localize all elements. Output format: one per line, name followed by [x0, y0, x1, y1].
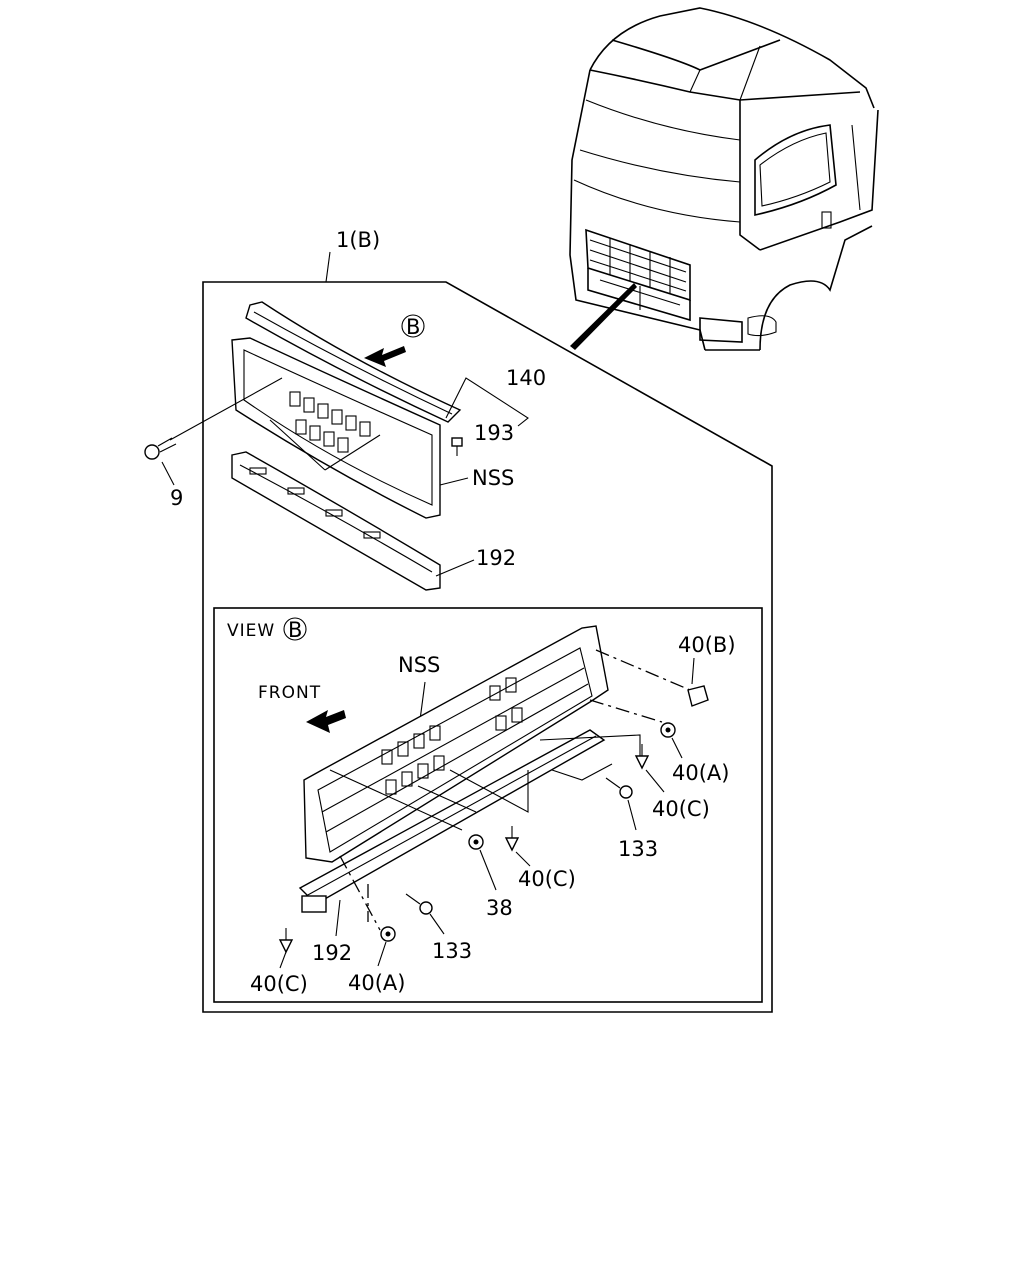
callout-nss-top: NSS	[472, 466, 514, 490]
callout-193: 193	[474, 421, 514, 445]
view-title: VIEW	[227, 621, 275, 641]
callout-40c-mid: 40(C)	[518, 867, 576, 891]
callout-40c-left: 40(C)	[250, 972, 308, 996]
screw-133-right-icon	[605, 777, 633, 799]
callout-140: 140	[506, 366, 546, 390]
view-b-inset: VIEW B FRONT NSS	[213, 607, 763, 1003]
callout-40a-right: 40(A)	[672, 761, 729, 785]
clip-193-icon	[451, 437, 463, 456]
nut-40a-right-icon	[660, 722, 676, 738]
clip-40c-right-icon	[634, 744, 650, 770]
callout-38: 38	[486, 896, 513, 920]
view-marker: B	[288, 618, 302, 642]
grille-explosion: 9 140 193 NSS 192 B	[144, 301, 546, 591]
callout-192-view: 192	[312, 941, 352, 965]
front-label: FRONT	[258, 683, 321, 703]
view-nss-label: NSS	[398, 653, 440, 677]
nut-38-icon	[468, 834, 484, 850]
nut-40a-bottom-icon	[380, 926, 396, 942]
clip-40b-icon	[687, 685, 709, 707]
screw-9-icon	[144, 437, 177, 460]
assembly-frame: 1(B)	[202, 228, 773, 1013]
callout-133-bottom: 133	[432, 939, 472, 963]
truck-cab-illustration	[569, 7, 879, 351]
callout-40b: 40(B)	[678, 633, 736, 657]
clip-40c-mid-icon	[504, 826, 520, 852]
callout-40a-bottom: 40(A)	[348, 971, 405, 995]
callout-133-right: 133	[618, 837, 658, 861]
callout-192-top: 192	[476, 546, 516, 570]
screw-133-bottom-icon	[405, 893, 433, 915]
callout-40c-right: 40(C)	[652, 797, 710, 821]
clip-40c-left-icon	[278, 928, 294, 954]
callout-9: 9	[170, 486, 183, 510]
assembly-callout: 1(B)	[336, 228, 380, 252]
view-marker-top: B	[406, 315, 420, 339]
